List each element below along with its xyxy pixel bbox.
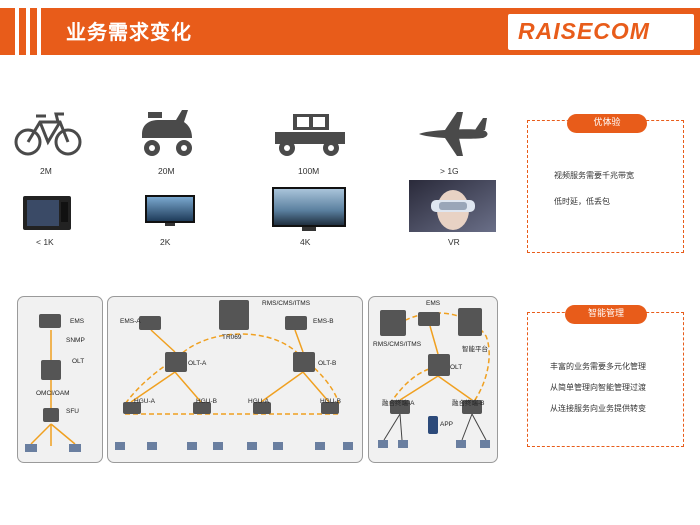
middle-hgu-b2-label: HGU-B: [320, 398, 341, 405]
hgu-device-icon: [193, 402, 211, 414]
middle-servers-label: RMS/CMS/ITMS: [262, 300, 311, 307]
server-rack-icon: [380, 310, 406, 336]
olt-a-device-icon: [165, 352, 187, 372]
middle-hgu-a1-label: HGU-A: [134, 398, 155, 405]
header-stripe: [37, 8, 41, 55]
bandwidth-label-2: 20M: [158, 166, 175, 176]
hgu-device-icon: [123, 402, 141, 414]
right-platform-label: 智能平台: [462, 346, 488, 353]
left-olt-label: OLT: [72, 358, 85, 365]
resolution-label-4: VR: [448, 237, 460, 247]
middle-hgu-a2-label: HGU-A: [248, 398, 269, 405]
hd-tv-icon: [145, 195, 195, 226]
terminal-device-icon: [390, 400, 410, 414]
sfu-device-icon: [43, 408, 59, 422]
left-sfu-label: SFU: [66, 408, 79, 415]
experience-line-1: 视频服务需要千兆带宽: [554, 171, 634, 180]
middle-olt-b-label: OLT-B: [318, 360, 337, 367]
resolution-label-3: 4K: [300, 237, 311, 247]
right-servers-label: RMS/CMS/ITMS: [373, 341, 422, 348]
bicycle-icon: [14, 112, 82, 156]
middle-tr069-label: TR069: [222, 334, 242, 341]
ems-b-device-icon: [285, 316, 307, 330]
experience-card: [527, 120, 684, 253]
management-line-1: 丰富的业务需要多元化管理: [550, 362, 646, 371]
car-icon: [275, 114, 345, 156]
phone-app-icon: [428, 416, 438, 434]
olt-b-device-icon: [293, 352, 315, 372]
middle-ems-a-label: EMS-A: [120, 318, 141, 325]
ems-device-icon: [418, 312, 440, 326]
right-olt-label: OLT: [450, 364, 463, 371]
olt-device-icon: [41, 360, 61, 380]
right-ems-label: EMS: [426, 300, 441, 307]
ems-a-device-icon: [139, 316, 161, 330]
scooter-icon: [142, 110, 192, 156]
management-card: [527, 312, 684, 447]
company-logo: RAISECOM: [518, 18, 650, 44]
diagram-middle-graphic: [115, 300, 353, 450]
terminal-device-icon: [462, 400, 482, 414]
uhd-tv-icon: [272, 187, 346, 231]
middle-hgu-b1-label: HGU-B: [196, 398, 217, 405]
experience-badge: 优体验: [567, 114, 647, 133]
experience-line-2: 低时延，低丢包: [554, 197, 610, 206]
left-snmp-label: SNMP: [66, 337, 85, 344]
left-ems-label: EMS: [70, 318, 85, 325]
platform-server-icon: [458, 308, 482, 336]
hgu-device-icon: [321, 402, 339, 414]
airplane-icon: [419, 112, 488, 156]
logo-box: [508, 14, 694, 50]
olt-device-icon: [428, 354, 450, 376]
right-app-label: APP: [440, 421, 454, 428]
page-title: 业务需求变化: [66, 20, 192, 44]
bandwidth-label-3: 100M: [298, 166, 320, 176]
management-line-2: 从简单管理向智能管理过渡: [550, 383, 646, 392]
crt-tv-icon: [23, 196, 71, 230]
resolution-label-1: < 1K: [36, 237, 54, 247]
ems-device-icon: [39, 314, 61, 328]
management-line-3: 从连接服务向业务提供转变: [550, 404, 646, 413]
diagram-left-graphic: [25, 314, 81, 452]
right-terminal-a-label: 融合终端-A: [382, 400, 415, 407]
hgu-device-icon: [253, 402, 271, 414]
header-stripe: [15, 8, 19, 55]
right-terminal-b-label: 融合终端-B: [452, 400, 485, 407]
server-rack-icon: [219, 300, 249, 330]
bandwidth-label-4: > 1G: [440, 166, 459, 176]
left-omci-label: OMCI/OAM: [36, 390, 70, 397]
middle-olt-a-label: OLT-A: [188, 360, 207, 367]
vr-headset-icon: [409, 180, 496, 232]
management-badge: 智能管理: [565, 305, 647, 324]
middle-ems-b-label: EMS-B: [313, 318, 334, 325]
resolution-label-2: 2K: [160, 237, 171, 247]
diagram-right-graphic: [378, 308, 490, 448]
header-stripe: [26, 8, 30, 55]
bandwidth-label-1: 2M: [40, 166, 52, 176]
